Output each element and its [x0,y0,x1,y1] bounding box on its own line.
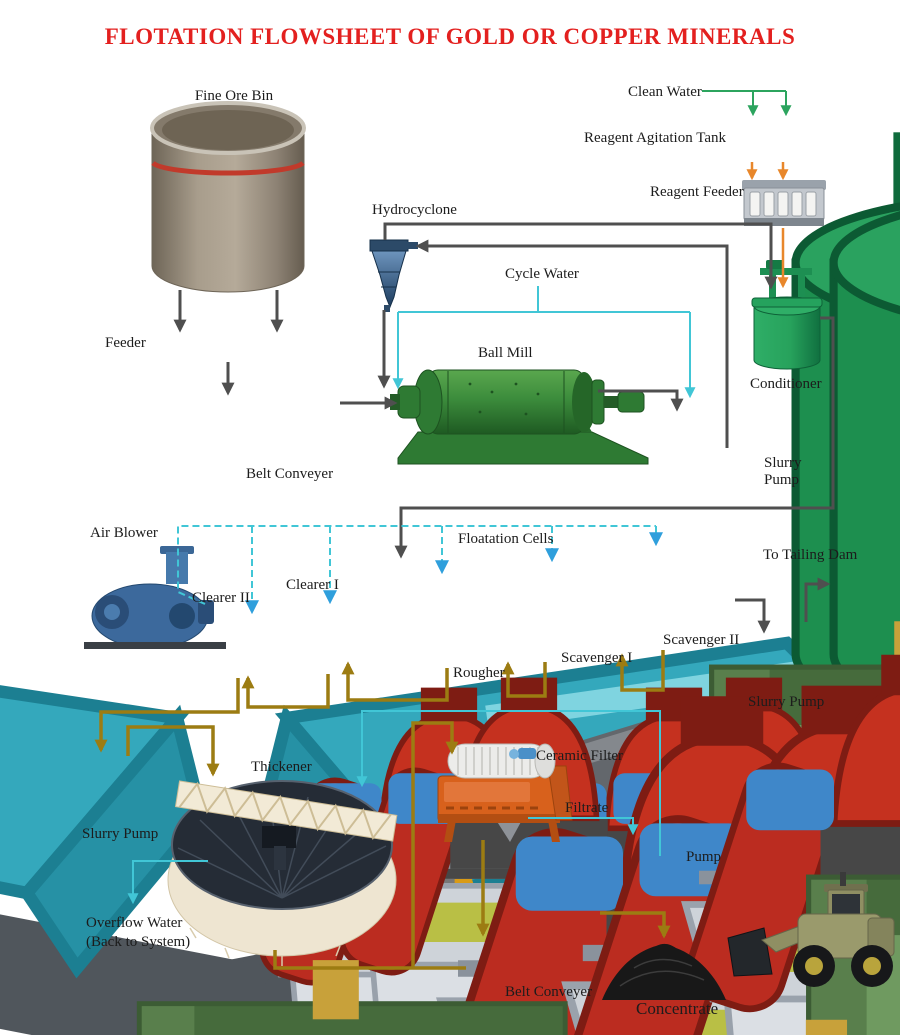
concentrate-pile [602,943,726,1000]
label-ceramic-filter: Ceramic Filter [536,748,624,764]
wheel-loader [727,872,895,987]
label-conditioner: Conditioner [750,376,822,392]
label-thickener: Thickener [251,759,312,775]
label-feeder: Feeder [105,335,146,351]
label-filtrate: Filtrate [565,800,609,816]
air-lines [177,525,663,615]
label-belt-conveyer-bottom: Belt Conveyer [505,984,593,1000]
label-slurry-pump-mill: Slurry Pump [764,455,802,489]
label-concentrate: Concentrate [636,999,719,1018]
label-reagent-feeder: Reagent Feeder [650,184,744,200]
reagent-lines [746,162,789,289]
fine-ore-bin [150,101,306,293]
cycle-water-lines [127,286,696,905]
air-blower-unit [84,546,226,649]
concentrate-lines [94,650,671,970]
label-pump: Pump [686,849,722,865]
thickener-unit [167,780,398,966]
label-to-tailing-dam: To Tailing Dam [763,547,858,563]
label-ball-mill: Ball Mill [478,345,533,361]
label-air-blower: Air Blower [90,525,158,541]
label-clearer-i: Clearer I [286,577,339,593]
label-overflow-water-2: (Back to System) [86,934,191,950]
label-clearer-ii: Clearer II [192,590,250,606]
label-rougher: Rougher [453,665,505,681]
hydrocyclone-unit [369,239,418,312]
label-fine-ore-bin: Fine Ore Bin [194,88,274,104]
label-clean-water: Clean Water [628,84,702,100]
label-scavenger-i: Scavenger I [561,650,633,666]
conditioner-unit [751,260,823,370]
clean-water-lines [702,90,792,117]
page-title: FLOTATION FLOWSHEET OF GOLD OR COPPER MI… [104,24,796,49]
label-slurry-pump-concentrate: Slurry Pump [82,826,159,842]
label-cycle-water: Cycle Water [505,266,579,282]
label-slurry-pump-tailing: Slurry Pump [748,694,825,710]
label-overflow-water-1: Overflow Water [86,915,183,931]
label-belt-conveyer-top: Belt Conveyer [246,466,334,482]
label-scavenger-ii: Scavenger II [663,632,740,648]
label-hydrocyclone: Hydrocyclone [372,202,457,218]
label-floatation-cells: Floatation Cells [458,531,554,547]
reagent-feeder-unit [742,180,826,226]
slurry-lines [173,222,835,634]
label-reagent-agitation-tank: Reagent Agitation Tank [584,130,726,146]
ball-mill-unit [390,369,649,465]
ceramic-filter-unit [437,743,573,842]
